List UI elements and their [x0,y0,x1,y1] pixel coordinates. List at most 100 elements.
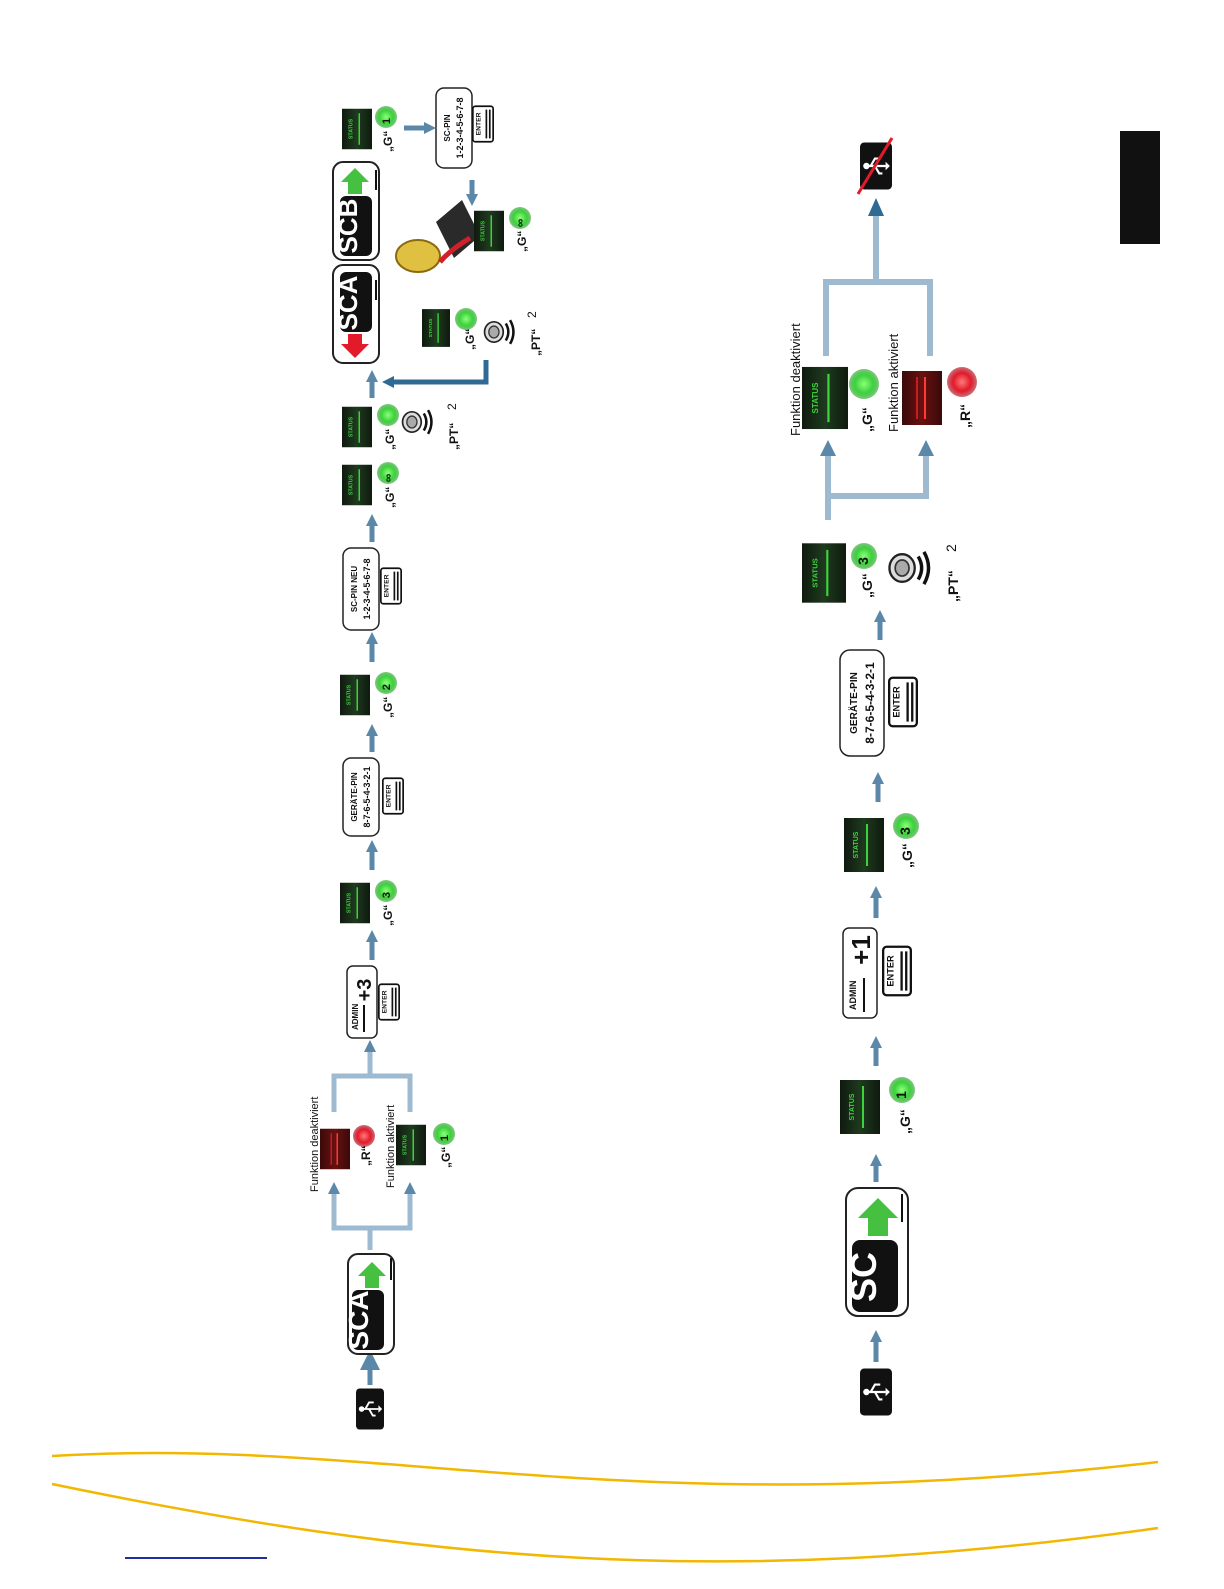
label-g: „G“ [381,697,395,718]
enter-key-icon[interactable] [382,777,404,815]
key-card-icon [395,200,480,273]
svg-text:SC-PIN: SC-PIN [443,114,452,141]
pt-count: 2 [943,544,959,552]
admin-plus-1-key[interactable]: ADMIN +1 [842,927,878,1019]
sc-button[interactable]: SC [843,1187,909,1317]
green-led-icon [893,813,919,839]
label-funktion-aktiviert-bottom: Funktion aktiviert [886,333,901,432]
enter-key-icon[interactable] [378,983,400,1021]
svg-text:+3: +3 [354,979,376,1002]
green-led-icon [375,880,397,902]
pt-count: 2 [445,403,459,410]
label-r: „R“ [957,404,973,428]
sca-button[interactable]: SCA [343,1253,395,1355]
label-funktion-deaktiviert-top: Funktion deaktiviert [309,1097,321,1192]
red-led-icon [947,367,977,397]
label-g: „G“ [899,843,915,868]
label-g: „G“ [859,407,875,432]
led-count: 1 [381,118,393,124]
label-g: „G“ [381,905,395,926]
label-g: „G“ [463,329,477,350]
arrow [392,360,489,385]
svg-text:SC: SC [843,1252,884,1302]
section-tab [1120,131,1160,244]
geraete-pin-box-bottom[interactable]: GERÄTE-PIN 8-7-6-5-4-3-2-1 [839,649,885,757]
label-pt: „PT“ [447,423,461,450]
merge-arrows [823,214,933,356]
svg-text:SCB: SCB [333,199,363,254]
pt-count: 2 [525,311,539,318]
speaker-icon [483,318,515,346]
sca-scb-buttons[interactable]: SCA SCB [332,161,380,364]
status-panel-green [340,882,370,924]
label-g: „G“ [381,131,395,152]
footer-rule [125,1557,267,1559]
led-count: 3 [381,892,393,898]
enter-key-icon[interactable] [472,105,494,143]
red-led-icon [353,1125,375,1147]
led-count: 3 [897,827,913,835]
status-panel-green [342,406,372,448]
infinity-label: ∞ [513,219,527,228]
svg-text:SC-PIN NEU: SC-PIN NEU [350,566,359,612]
speaker-icon [887,550,931,586]
led-count: 2 [381,684,393,690]
label-g: „G“ [515,231,529,252]
status-panel-green [802,366,848,430]
enter-key-icon[interactable] [380,567,402,605]
label-g: „G“ [859,573,875,598]
label-pt: „PT“ [529,329,543,356]
green-led-icon [851,543,877,569]
infinity-label: ∞ [381,474,395,483]
green-led-icon [455,308,477,330]
label-pt: „PT“ [945,570,961,602]
status-panel-green [840,1080,880,1134]
status-panel-red [902,371,942,425]
label-g: „G“ [383,429,397,450]
sc-pin-box[interactable]: SC-PIN 1-2-3-4-5-6-7-8 [435,87,473,169]
sc-pin-neu-box[interactable]: SC-PIN NEU 1-2-3-4-5-6-7-8 [342,547,380,631]
merge-arrows [331,1052,413,1112]
led-count: 1 [439,1135,451,1141]
status-panel-green [802,543,846,603]
status-panel-green [396,1124,426,1166]
svg-text:SCA: SCA [343,1290,374,1349]
label-g: „G“ [439,1147,453,1168]
green-led-icon [849,369,879,399]
admin-plus-3-key[interactable]: ADMIN +3 [346,965,378,1039]
svg-text:8-7-6-5-4-3-2-1: 8-7-6-5-4-3-2-1 [362,766,372,827]
enter-key-icon[interactable] [888,676,918,728]
led-count: 1 [893,1091,909,1099]
svg-text:1-2-3-4-5-6-7-8: 1-2-3-4-5-6-7-8 [455,97,465,158]
usb-icon [356,1388,384,1430]
decorative-waves [51,1451,1159,1563]
usb-crossed-icon [856,137,894,195]
svg-text:8-7-6-5-4-3-2-1: 8-7-6-5-4-3-2-1 [863,662,877,744]
green-led-icon [375,106,397,128]
label-funktion-aktiviert-top: Funktion aktiviert [385,1105,397,1188]
svg-text:GERÄTE-PIN: GERÄTE-PIN [350,772,359,822]
green-led-icon [377,404,399,426]
status-panel-green [342,108,372,150]
green-led-icon [377,462,399,484]
status-panel-green [422,309,450,347]
arrow-up-green [341,168,369,194]
arrow-down-red [341,334,369,358]
led-count: 3 [855,557,871,565]
bottom-flow: SC 1 „G“ ADMIN +1 3 „G“ [788,137,977,1416]
svg-text:+1: +1 [846,935,876,965]
svg-text:GERÄTE-PIN: GERÄTE-PIN [847,672,860,734]
speaker-icon [401,408,433,436]
status-panel-red [320,1128,350,1170]
green-led-icon [889,1077,915,1103]
top-flow: SCA Funktion deaktiviert „R“ 1 Funktion … [309,87,543,1430]
enter-key-icon[interactable] [882,945,912,997]
status-panel-green [474,210,504,252]
label-g: „G“ [897,1109,913,1134]
label-funktion-deaktiviert-bottom: Funktion deaktiviert [788,323,803,436]
status-panel-green [844,818,884,872]
usb-icon [860,1368,892,1416]
green-led-icon [509,207,531,229]
geraete-pin-box-top[interactable]: GERÄTE-PIN 8-7-6-5-4-3-2-1 [342,757,380,837]
